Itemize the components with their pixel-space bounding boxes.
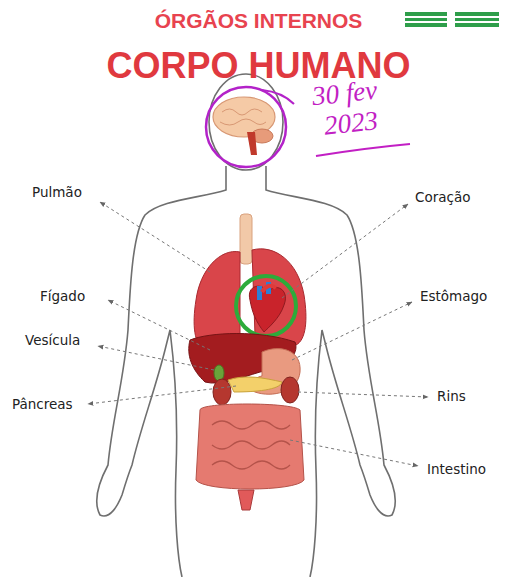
organ-label: Coração — [415, 189, 470, 205]
kidney — [281, 377, 299, 403]
highlight-circle — [236, 276, 296, 336]
pancreas — [228, 377, 282, 392]
organ-label: Intestino — [427, 461, 486, 477]
organ-label: Estômago — [420, 288, 487, 304]
logo — [405, 12, 499, 27]
highlight-circle — [206, 87, 286, 167]
heart — [249, 282, 285, 332]
kidney — [213, 379, 231, 405]
heading-text: CORPO HUMANO — [0, 45, 517, 87]
trachea — [240, 214, 252, 264]
handwritten-underline — [316, 144, 410, 156]
body-outline — [97, 74, 396, 577]
bladder — [238, 490, 254, 510]
organ-label: Pâncreas — [12, 396, 73, 412]
organ-label: Vesícula — [25, 332, 80, 348]
intestines — [196, 404, 304, 489]
diagram-title: ÓRGÃOS INTERNOS — [0, 9, 517, 33]
brain — [213, 97, 275, 155]
organ-label: Rins — [437, 388, 466, 404]
organ-label: Fígado — [40, 288, 85, 304]
organ-label: Pulmão — [32, 184, 82, 200]
handwritten-arrow — [262, 90, 294, 104]
handwritten-year: 2023 — [323, 105, 380, 141]
leader-lines — [88, 202, 428, 466]
